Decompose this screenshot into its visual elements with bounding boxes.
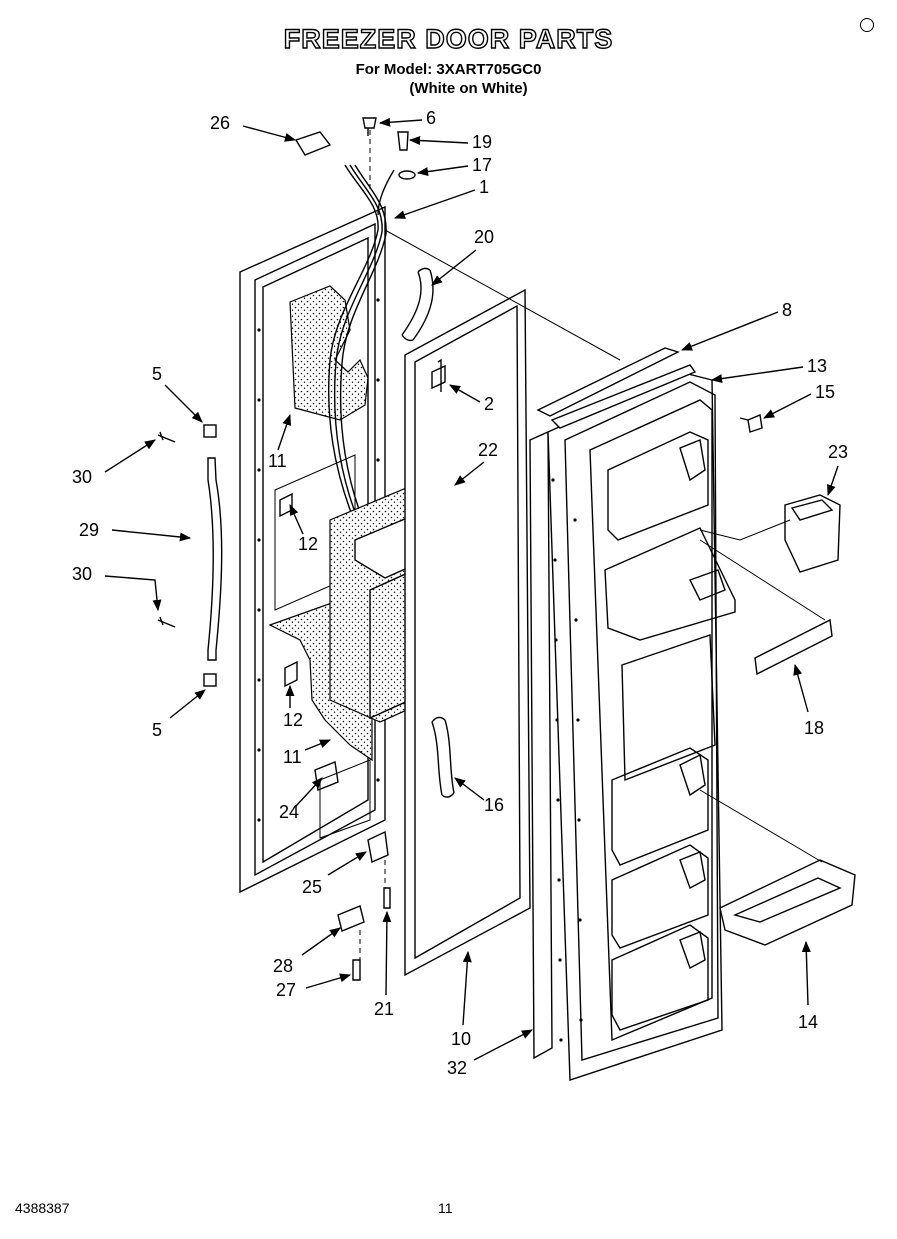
washer-part-17 — [398, 170, 416, 180]
callout-26: 26 — [210, 113, 230, 133]
callout-20: 20 — [474, 227, 494, 247]
callout-16: 16 — [484, 795, 504, 815]
page-title: FREEZER DOOR PARTS — [283, 23, 614, 54]
door-gasket — [404, 288, 531, 977]
document-number: 4388387 — [15, 1200, 70, 1216]
handle-end-cap-lower — [203, 673, 217, 687]
callout-30-upper: 30 — [72, 467, 92, 487]
leader-arrows — [104, 117, 839, 1061]
callout-1: 1 — [479, 177, 489, 197]
screw-part-27 — [352, 959, 361, 981]
callout-27: 27 — [276, 980, 296, 1000]
screw-part-19 — [397, 131, 409, 151]
callout-29: 29 — [79, 520, 99, 540]
callout-22: 22 — [478, 440, 498, 460]
callout-12-lower: 12 — [283, 710, 303, 730]
door-inner-liner — [547, 371, 736, 1081]
corner-mark — [860, 18, 874, 32]
page-number: 11 — [438, 1200, 453, 1216]
callout-32: 32 — [447, 1058, 467, 1078]
clip-part-2 — [431, 358, 446, 392]
door-hinge — [367, 830, 389, 863]
handle-screw-lower — [157, 616, 176, 628]
gasket-strip — [529, 430, 553, 1060]
callout-8: 8 — [782, 300, 792, 320]
wire-harness — [328, 164, 395, 516]
fill-tube-upper — [401, 267, 434, 342]
callout-15: 15 — [815, 382, 835, 402]
callout-18: 18 — [804, 718, 824, 738]
color-line: (White on White) — [409, 80, 528, 97]
callout-5-upper: 5 — [152, 364, 162, 384]
callout-2: 2 — [484, 394, 494, 414]
screw-part-21 — [383, 887, 391, 909]
callout-23: 23 — [828, 442, 848, 462]
alignment-lines — [359, 130, 826, 960]
callout-6: 6 — [426, 108, 436, 128]
handle-screw-upper — [157, 431, 176, 443]
callout-25: 25 — [302, 877, 322, 897]
callout-13: 13 — [807, 356, 827, 376]
callout-24: 24 — [279, 802, 299, 822]
callout-labels: 26 6 19 17 1 20 8 13 15 2 5 30 11 22 23 … — [72, 108, 848, 1078]
callout-5-lower: 5 — [152, 720, 162, 740]
part-26-connector — [294, 131, 332, 156]
door-handle — [207, 457, 223, 661]
fill-tube-lower — [431, 716, 455, 798]
dispenser-trim — [754, 618, 833, 676]
top-trim-strip — [536, 347, 697, 429]
callout-11-lower: 11 — [283, 747, 302, 767]
model-line: For Model: 3XART705GC0 — [355, 61, 542, 78]
callout-19: 19 — [472, 132, 492, 152]
door-bin — [719, 859, 856, 946]
callout-21: 21 — [374, 999, 394, 1019]
ice-chute-door — [784, 494, 841, 573]
callout-30-lower: 30 — [72, 564, 92, 584]
hinge-plate — [337, 905, 365, 932]
handle-end-cap-upper — [203, 424, 217, 438]
clip-part-12-lower — [284, 660, 298, 688]
callout-14: 14 — [798, 1012, 818, 1032]
callout-17: 17 — [472, 155, 492, 175]
callout-12-upper: 12 — [298, 534, 318, 554]
screw-part-15 — [739, 414, 763, 433]
screw-part-6 — [362, 117, 377, 136]
callout-28: 28 — [273, 956, 293, 976]
callout-10: 10 — [451, 1029, 471, 1049]
callout-11-upper: 11 — [268, 451, 287, 471]
